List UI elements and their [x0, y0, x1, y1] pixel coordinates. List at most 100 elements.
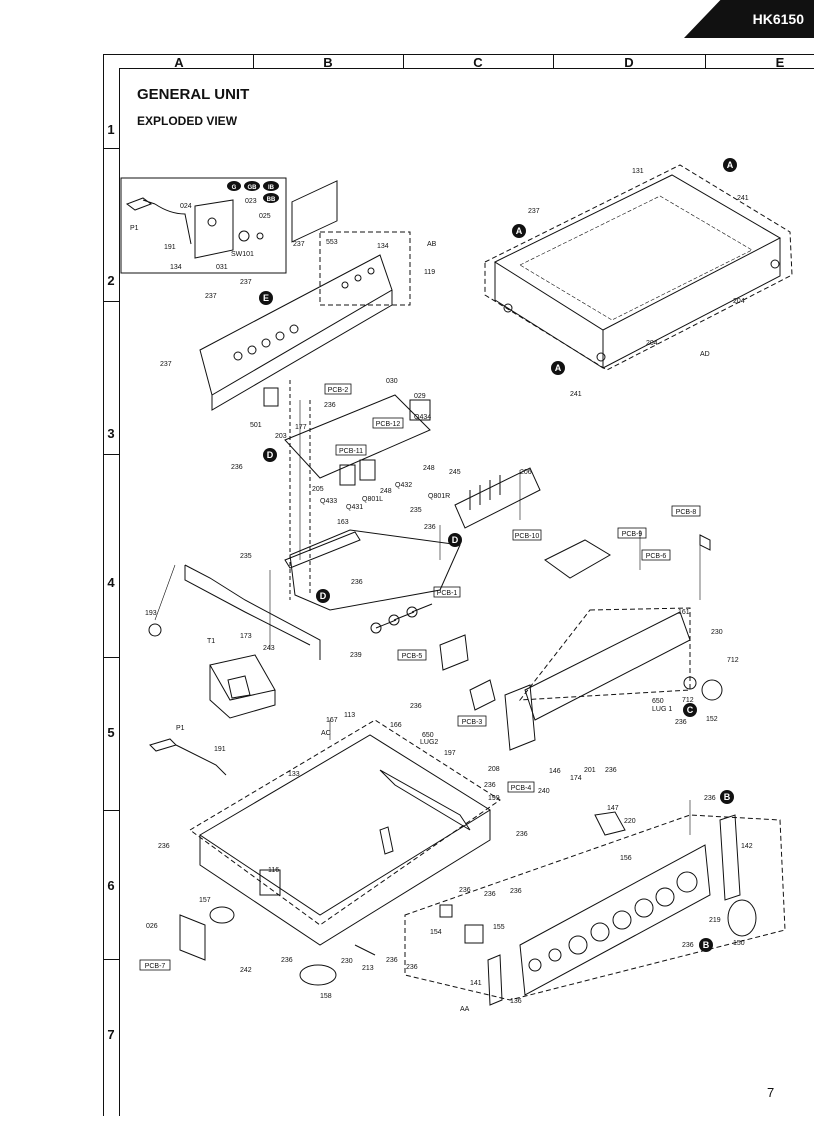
part-label: 204	[733, 298, 745, 305]
callout-b-marker	[720, 790, 734, 804]
part-label: 158	[320, 993, 332, 1000]
grid-column-e: E	[775, 55, 785, 70]
pcb10-label: PCB-10	[515, 533, 540, 540]
part-label: AC	[321, 730, 331, 737]
inset-plug-drawing	[125, 197, 156, 211]
part-label: 026	[146, 923, 158, 930]
grid-row-1: 1	[103, 70, 119, 149]
part-label: 177	[295, 424, 307, 431]
inset-frame	[120, 177, 287, 274]
part-label: AA	[460, 1006, 470, 1013]
callout-a-label-2: A	[516, 226, 523, 236]
part-label: Q801R	[428, 493, 450, 500]
part-label: 236	[516, 831, 528, 838]
pcb11-label: PCB-11	[339, 448, 363, 455]
pcb1-label: PCB-1	[437, 590, 458, 597]
rear-panel-dashed-group	[319, 231, 411, 306]
part-label: 201	[584, 767, 596, 774]
callout-markers: A A A E D D D C B B G GB IB BB	[227, 158, 737, 952]
part-label: 134	[170, 264, 182, 271]
part-label: 119	[424, 269, 435, 276]
part-label: 166	[390, 722, 402, 729]
part-label: 248	[423, 465, 435, 472]
grid-column-c: C	[403, 55, 554, 70]
pcb1-board	[289, 529, 461, 611]
pcb8-label: PCB-8	[676, 509, 697, 516]
part-label: 193	[145, 610, 157, 617]
pcb2-module	[291, 180, 338, 243]
knob-150	[727, 899, 757, 937]
part-label: P1	[130, 225, 139, 232]
pcb7-label: PCB-7	[145, 963, 166, 970]
chassis-base	[199, 734, 491, 916]
callout-d-label-3: D	[320, 591, 327, 601]
part-label: 204	[646, 340, 658, 347]
part-label: 206	[520, 469, 532, 476]
model-number: HK6150	[752, 11, 804, 27]
top-cover-sides	[494, 238, 781, 369]
part-label: 174	[570, 775, 582, 782]
part-label: 163	[337, 519, 349, 526]
part-label: 650	[652, 698, 664, 705]
pcb7-board	[179, 914, 206, 961]
chassis-front-bracket	[524, 611, 691, 721]
part-label: 133	[288, 771, 300, 778]
part-label: 205	[312, 486, 324, 493]
grid-row-3: 3	[103, 302, 119, 455]
part-label: 154	[430, 929, 442, 936]
part-label: 237	[528, 208, 540, 215]
pcb2-label: PCB-2	[328, 387, 349, 394]
pcb5-board	[439, 634, 469, 671]
part-label: AB	[427, 241, 437, 248]
part-label: 197	[444, 750, 456, 757]
part-label: 236	[484, 891, 496, 898]
part-label: 152	[706, 716, 718, 723]
part-label: 237	[240, 279, 252, 286]
pcb9-label: PCB-9	[622, 531, 643, 538]
part-label: 235	[240, 553, 252, 560]
side-strip-142	[719, 814, 741, 901]
part-label: 031	[216, 264, 228, 271]
pcb9-board	[544, 539, 611, 579]
part-label: AD	[700, 351, 710, 358]
callout-b-label-2: B	[703, 940, 710, 950]
part-label: 116	[268, 867, 279, 874]
callout-b-label-1: B	[724, 792, 731, 802]
part-label: 191	[214, 746, 226, 753]
cord-clamp-193	[148, 623, 162, 637]
part-label: 650	[422, 732, 434, 739]
callout-d-marker	[263, 448, 277, 462]
frame-top-border	[103, 54, 814, 55]
inset-cord-drawing	[154, 203, 192, 245]
part-label: 113	[344, 712, 355, 719]
part-label: 236	[410, 703, 422, 710]
foot-157	[209, 906, 235, 924]
pcb3-label: PCB-3	[462, 719, 483, 726]
pcb10-board	[454, 467, 541, 529]
part-label: 157	[199, 897, 211, 904]
callout-d-label-1: D	[267, 450, 274, 460]
bracket-163	[284, 531, 361, 569]
part-label: 237	[205, 293, 217, 300]
callout-d-marker	[316, 589, 330, 603]
grid-column-a: A	[105, 55, 254, 70]
part-label: 248	[380, 488, 392, 495]
strip-141	[487, 954, 503, 1006]
transformer-t1	[209, 654, 276, 719]
part-label: 237	[160, 361, 172, 368]
part-label: 712	[727, 657, 739, 664]
grid-column-b: B	[253, 55, 404, 70]
foot-158	[299, 964, 337, 986]
part-label: P1	[176, 725, 185, 732]
part-label: 142	[741, 843, 753, 850]
callout-a-label-3: A	[555, 363, 562, 373]
part-label: 245	[449, 469, 461, 476]
part-label: 236	[459, 887, 471, 894]
frame-inner-left-border	[119, 68, 120, 1116]
part-label: 236	[231, 464, 243, 471]
part-label: 235	[410, 507, 422, 514]
part-label: 147	[607, 805, 619, 812]
inset-badge-bb: BB	[267, 197, 276, 203]
pcb12-board	[284, 394, 431, 479]
part-label: 240	[538, 788, 550, 795]
